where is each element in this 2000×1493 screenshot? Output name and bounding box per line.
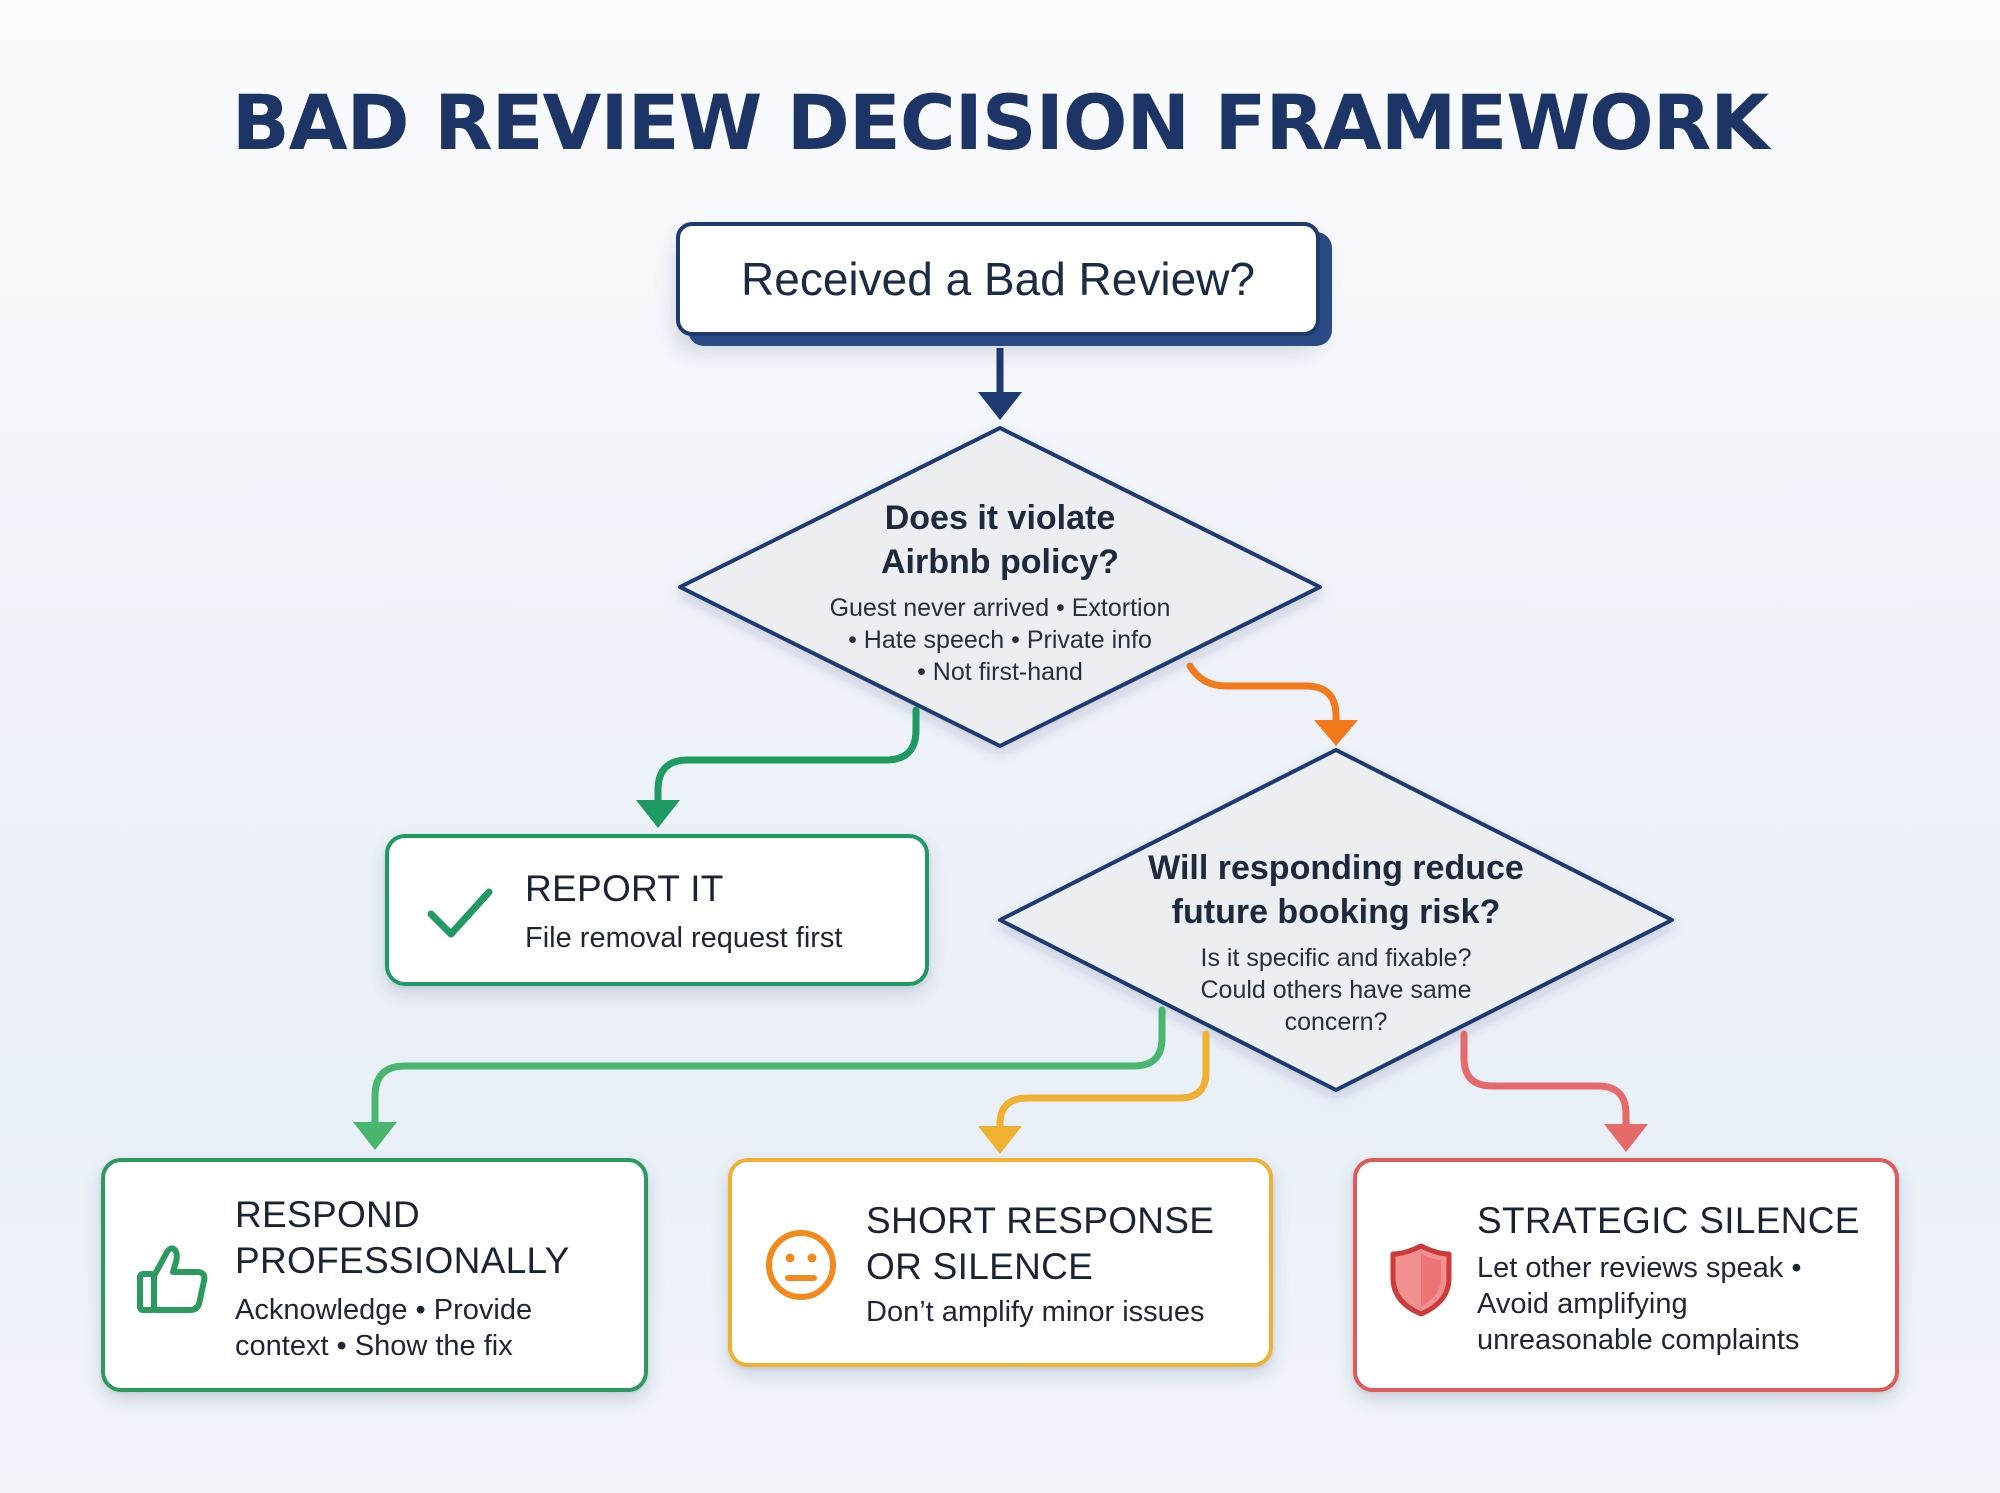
outcome-card-silence: STRATEGIC SILENCE Let other reviews spea…: [1353, 1158, 1899, 1392]
arrow-policy-to-risk: [1186, 662, 1358, 746]
page-title: BAD REVIEW DECISION FRAMEWORK: [231, 78, 1769, 167]
decision-policy-question: Does it violate Airbnb policy?: [760, 496, 1240, 584]
silence-title: STRATEGIC SILENCE: [1477, 1200, 1860, 1241]
report-title: REPORT IT: [525, 868, 724, 909]
silence-text-line2: Avoid amplifying: [1477, 1288, 1688, 1320]
respond-text-line1: Acknowledge • Provide: [235, 1294, 533, 1326]
short-text: Don’t amplify minor issues: [866, 1294, 1204, 1330]
start-label: Received a Bad Review?: [741, 253, 1255, 305]
decision-diamond-policy: [678, 426, 1322, 748]
decision-risk-question-line1: Will responding reduce: [1148, 849, 1524, 887]
outcome-card-respond: RESPOND PROFESSIONALLY Acknowledge • Pro…: [101, 1158, 648, 1392]
silence-text: Let other reviews speak • Avoid amplifyi…: [1477, 1250, 1801, 1358]
neutral-face-icon: [766, 1230, 836, 1300]
respond-title-line2: PROFESSIONALLY: [235, 1240, 570, 1281]
arrow-start-to-policy: [978, 348, 1022, 420]
arrow-policy-to-report: [636, 706, 920, 828]
outcome-card-report: REPORT IT File removal request first: [385, 834, 929, 986]
decision-policy-question-line2: Airbnb policy?: [881, 543, 1119, 581]
short-title-line2: OR SILENCE: [866, 1246, 1094, 1287]
decision-policy-criteria-line1: Guest never arrived • Extortion: [829, 594, 1171, 622]
short-title-line1: SHORT RESPONSE: [866, 1200, 1215, 1241]
arrow-risk-to-respond: [353, 1006, 1166, 1150]
decision-policy-question-line1: Does it violate: [884, 499, 1116, 537]
decision-risk-criteria-line3: concern?: [1284, 1008, 1388, 1036]
short-text-line1: Don’t amplify minor issues: [866, 1296, 1205, 1328]
respond-title-line1: RESPOND: [235, 1194, 421, 1235]
silence-text-line1: Let other reviews speak •: [1477, 1252, 1802, 1284]
thumbs-up-icon: [137, 1245, 208, 1313]
decision-policy-text: Does it violate Airbnb policy? Guest nev…: [760, 496, 1240, 688]
report-text: File removal request first: [525, 922, 843, 954]
decision-policy-criteria: Guest never arrived • Extortion • Hate s…: [760, 592, 1240, 688]
short-title: SHORT RESPONSE OR SILENCE: [866, 1198, 1214, 1290]
arrow-risk-to-silence: [1460, 1030, 1648, 1152]
checkmark-icon: [427, 888, 493, 938]
shield-icon: [1390, 1243, 1452, 1317]
decision-risk-text: Will responding reduce future booking ri…: [1086, 846, 1586, 1038]
decision-policy-criteria-line3: • Not first-hand: [917, 658, 1083, 686]
respond-text: Acknowledge • Provide context • Show the…: [235, 1292, 532, 1364]
respond-text-line2: context • Show the fix: [235, 1330, 513, 1362]
outcome-card-short: SHORT RESPONSE OR SILENCE Don’t amplify …: [728, 1158, 1273, 1367]
decision-diamond-risk: [998, 748, 1674, 1092]
decision-risk-question: Will responding reduce future booking ri…: [1086, 846, 1586, 934]
decision-risk-criteria-line2: Could others have same: [1200, 976, 1472, 1004]
decision-risk-question-line2: future booking risk?: [1171, 893, 1501, 931]
decision-risk-criteria: Is it specific and fixable? Could others…: [1086, 942, 1586, 1038]
decision-policy-criteria-line2: • Hate speech • Private info: [848, 626, 1152, 654]
decision-risk-criteria-line1: Is it specific and fixable?: [1200, 944, 1472, 972]
respond-title: RESPOND PROFESSIONALLY: [235, 1192, 570, 1284]
start-box: Received a Bad Review?: [676, 222, 1320, 336]
arrow-risk-to-short: [978, 1030, 1210, 1154]
silence-text-line3: unreasonable complaints: [1477, 1324, 1800, 1356]
